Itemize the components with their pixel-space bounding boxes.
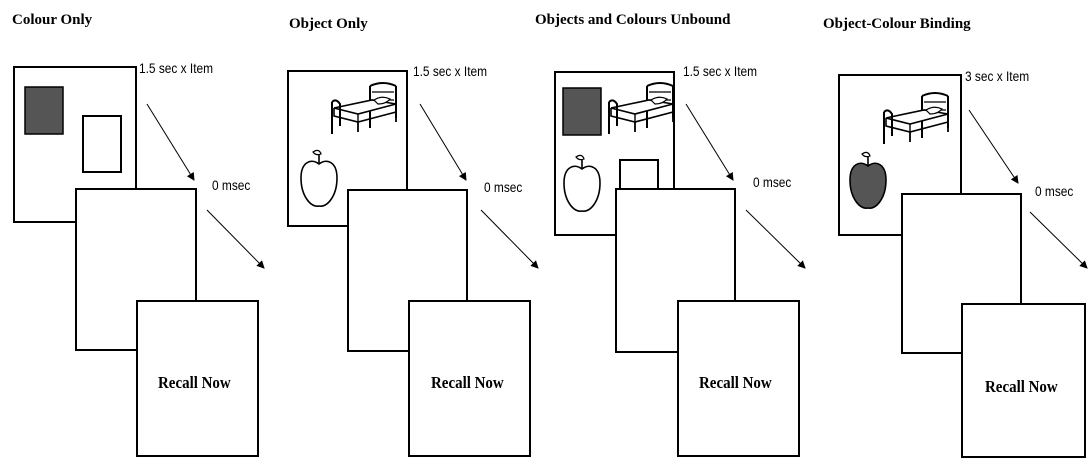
- panel-colour-only: [14, 67, 264, 456]
- recall-now-label: Recall Now: [985, 377, 1058, 397]
- panel-title: Object Only: [289, 16, 368, 33]
- panel-title: Colour Only: [12, 12, 92, 29]
- arrow-delay-to-recall: [1030, 212, 1087, 268]
- outline-rectangle: [620, 160, 658, 190]
- study-duration-label: 1.5 sec x Item: [139, 60, 213, 76]
- panel-title: Objects and Colours Unbound: [535, 12, 730, 29]
- panel-objects-colours-unbound: [555, 72, 805, 456]
- delay-label: 0 msec: [753, 174, 791, 190]
- study-duration-label: 3 sec x Item: [965, 68, 1029, 84]
- panel-object-only: [288, 71, 538, 456]
- arrow-delay-to-recall: [746, 210, 805, 268]
- panel-object-colour-binding: [839, 75, 1087, 457]
- recall-now-label: Recall Now: [699, 373, 772, 393]
- arrow-study-to-delay: [147, 104, 194, 180]
- recall-now-label: Recall Now: [431, 373, 504, 393]
- filled-rectangle: [25, 87, 63, 134]
- delay-label: 0 msec: [1035, 183, 1073, 199]
- arrow-delay-to-recall: [207, 210, 264, 268]
- arrow-study-to-delay: [969, 110, 1018, 183]
- delay-label: 0 msec: [212, 177, 250, 193]
- panel-title: Object-Colour Binding: [823, 16, 971, 33]
- arrow-study-to-delay: [420, 104, 466, 180]
- arrow-study-to-delay: [686, 104, 733, 180]
- arrow-delay-to-recall: [481, 210, 538, 268]
- filled-rectangle: [563, 88, 601, 135]
- study-duration-label: 1.5 sec x Item: [413, 63, 487, 79]
- recall-now-label: Recall Now: [158, 373, 231, 393]
- outline-rectangle: [83, 116, 121, 172]
- study-duration-label: 1.5 sec x Item: [683, 63, 757, 79]
- delay-label: 0 msec: [484, 179, 522, 195]
